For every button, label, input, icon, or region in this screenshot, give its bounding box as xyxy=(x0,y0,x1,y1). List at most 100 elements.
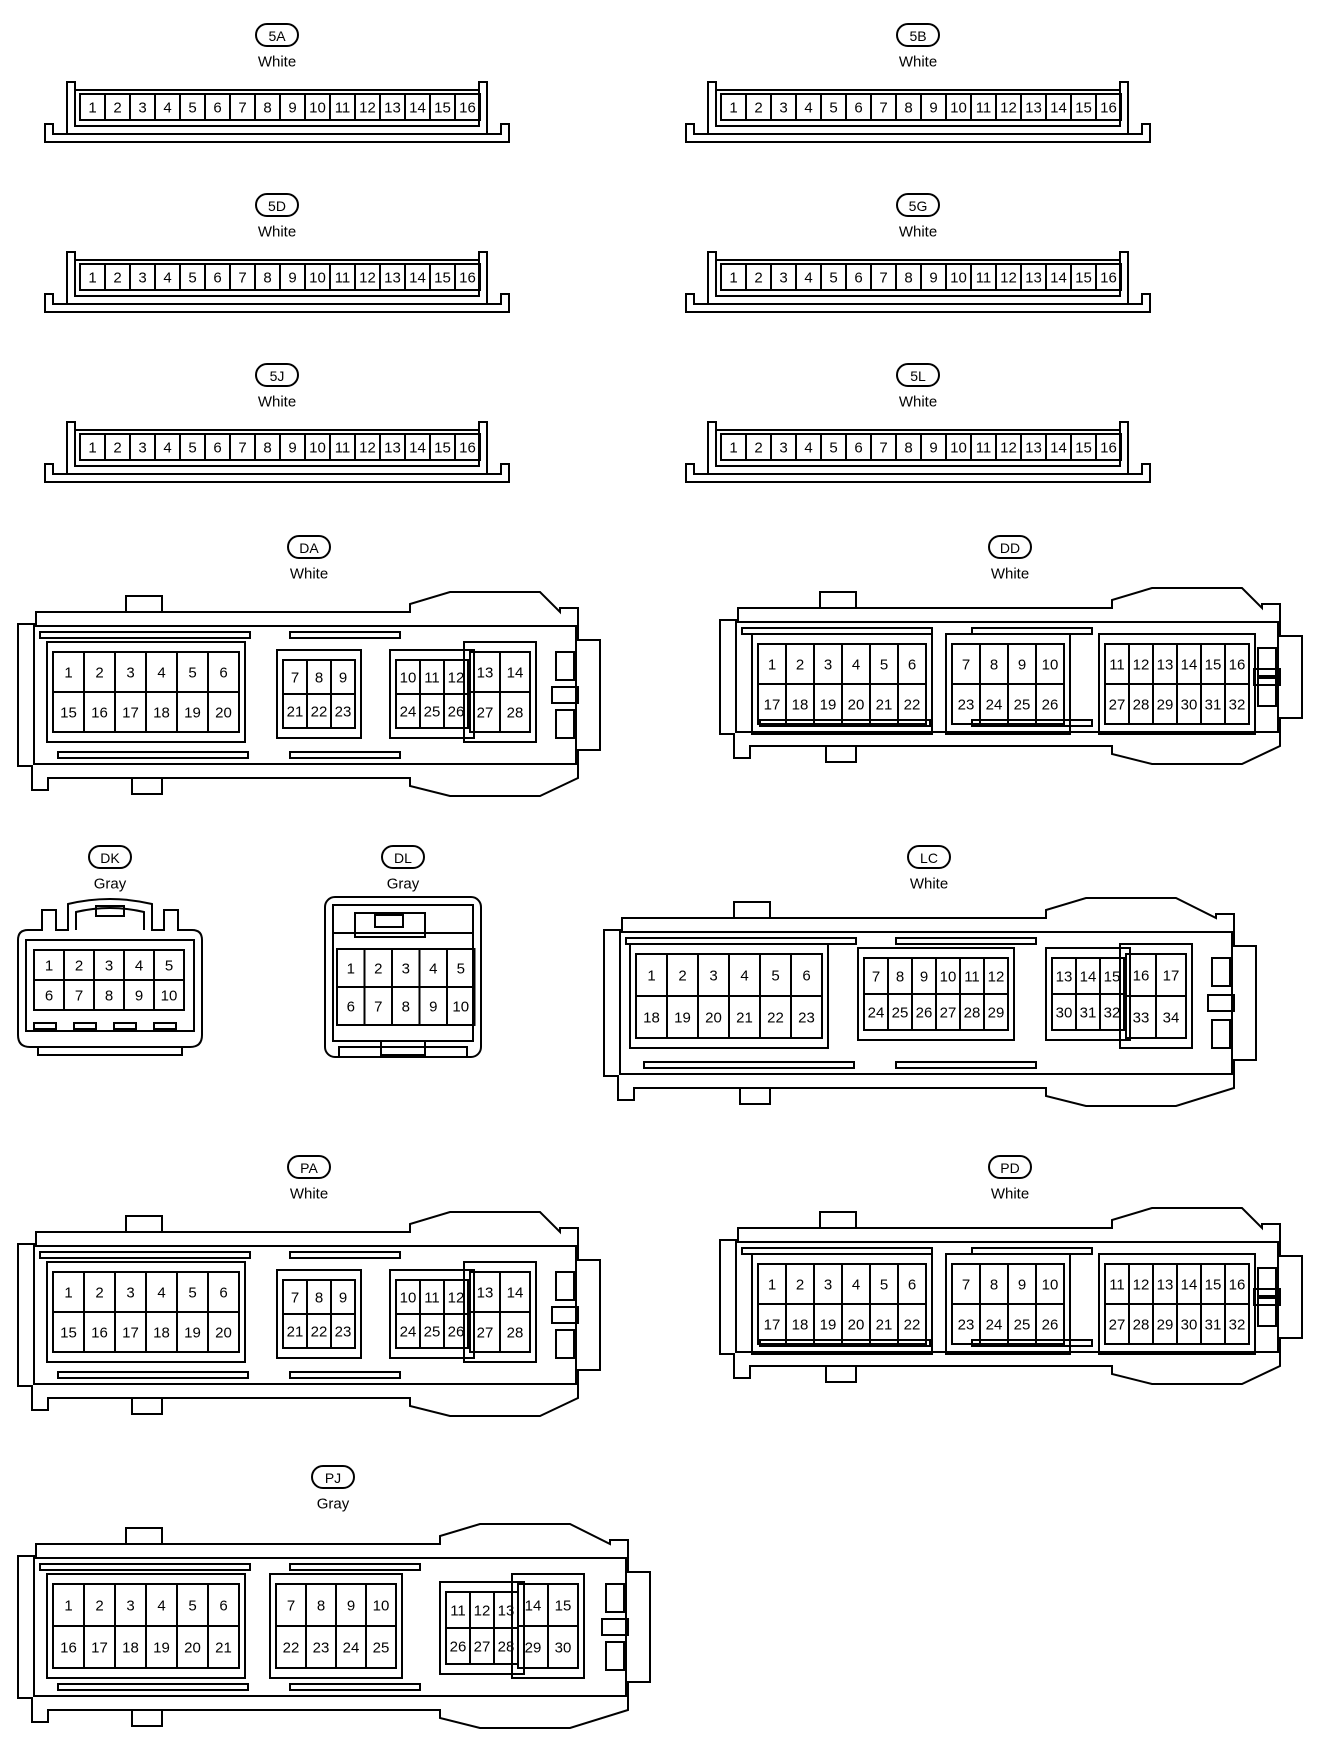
connector-color-label: White xyxy=(258,224,296,241)
latch-tab xyxy=(374,914,404,928)
pin-block-3 xyxy=(1104,643,1250,725)
key-slot xyxy=(1211,957,1231,987)
latch-tab xyxy=(131,1397,163,1415)
pin-22: 22 xyxy=(311,704,328,721)
pin-9: 9 xyxy=(288,440,296,457)
pin-25: 25 xyxy=(1014,1317,1031,1334)
key-slot xyxy=(605,1641,625,1671)
pin-11: 11 xyxy=(424,1290,440,1307)
pin-32: 32 xyxy=(1104,1005,1121,1022)
pin-block-2 xyxy=(951,1263,1065,1345)
group-frame xyxy=(751,633,933,735)
connector-id-label: DK xyxy=(100,850,120,866)
pin-6: 6 xyxy=(854,270,862,287)
pin-2: 2 xyxy=(374,961,382,978)
housing-line xyxy=(37,1047,183,1056)
pin-23: 23 xyxy=(335,1324,352,1341)
pin-3: 3 xyxy=(709,968,717,985)
slot-bar xyxy=(289,1563,421,1571)
pin-30: 30 xyxy=(1181,1317,1198,1334)
pin-11: 11 xyxy=(976,440,992,457)
pin-block-3 xyxy=(395,659,469,729)
pin-block-2 xyxy=(951,643,1065,725)
pin-8: 8 xyxy=(990,657,998,674)
group-frame xyxy=(276,1269,362,1359)
connector-color-label: White xyxy=(991,566,1029,583)
housing-outline xyxy=(603,897,1257,1107)
pin-19: 19 xyxy=(184,1325,201,1342)
pin-5: 5 xyxy=(165,958,173,975)
inner-frame xyxy=(33,1245,577,1385)
pin-15: 15 xyxy=(1205,657,1222,674)
pin-1: 1 xyxy=(45,958,53,975)
pin-1: 1 xyxy=(768,657,776,674)
pin-5: 5 xyxy=(457,961,465,978)
pin-6: 6 xyxy=(908,1277,916,1294)
pin-22: 22 xyxy=(283,1640,300,1657)
pin-7: 7 xyxy=(962,1277,970,1294)
pin-9: 9 xyxy=(288,270,296,287)
pin-15: 15 xyxy=(434,440,451,457)
pin-22: 22 xyxy=(904,697,921,714)
pin-9: 9 xyxy=(429,999,437,1016)
slot-bar xyxy=(895,1061,1037,1069)
group-frame xyxy=(857,947,1015,1041)
connector-color-label: Gray xyxy=(317,1496,350,1513)
pin-13: 13 xyxy=(1025,440,1042,457)
pin-3: 3 xyxy=(402,961,410,978)
housing-outline xyxy=(17,898,203,1048)
pin-16: 16 xyxy=(459,440,476,457)
pin-4: 4 xyxy=(429,961,437,978)
connector-id-badge xyxy=(287,535,331,559)
slot-bar xyxy=(289,631,401,639)
pin-29: 29 xyxy=(525,1640,542,1657)
pin-9: 9 xyxy=(920,969,928,986)
housing-outline xyxy=(17,591,601,797)
slot-bar xyxy=(895,937,1037,945)
pin-4: 4 xyxy=(163,100,171,117)
pin-15: 15 xyxy=(60,1325,77,1342)
pin-3: 3 xyxy=(126,1598,134,1615)
pin-16: 16 xyxy=(1133,968,1150,985)
pin-5: 5 xyxy=(188,100,196,117)
pin-14: 14 xyxy=(1050,270,1067,287)
pin-block-4 xyxy=(517,1583,579,1669)
pin-block-1 xyxy=(52,1271,240,1353)
pin-1: 1 xyxy=(64,1285,72,1302)
connector-id-label: 5J xyxy=(270,368,285,384)
pin-16: 16 xyxy=(91,705,108,722)
pin-4: 4 xyxy=(804,440,812,457)
pin-1: 1 xyxy=(64,1598,72,1615)
pin-3: 3 xyxy=(126,1285,134,1302)
pin-22: 22 xyxy=(904,1317,921,1334)
connector-id-label: 5L xyxy=(910,368,926,384)
pin-21: 21 xyxy=(736,1010,753,1027)
housing-outline xyxy=(685,251,1151,313)
pin-5: 5 xyxy=(880,1277,888,1294)
pin-26: 26 xyxy=(1042,697,1059,714)
pin-24: 24 xyxy=(868,1005,885,1022)
slot-bar xyxy=(33,1022,57,1030)
pin-23: 23 xyxy=(798,1010,815,1027)
pin-10: 10 xyxy=(950,270,967,287)
pin-2: 2 xyxy=(678,968,686,985)
pin-6: 6 xyxy=(802,968,810,985)
pin-1: 1 xyxy=(347,961,355,978)
pin-8: 8 xyxy=(317,1598,325,1615)
connector-color-label: White xyxy=(899,394,937,411)
pin-6: 6 xyxy=(213,100,221,117)
pin-11: 11 xyxy=(424,670,440,687)
pin-4: 4 xyxy=(163,440,171,457)
pin-block-1 xyxy=(52,651,240,733)
pin-1: 1 xyxy=(729,440,737,457)
pin-9: 9 xyxy=(1018,657,1026,674)
pin-7: 7 xyxy=(872,969,880,986)
connector-id-label: 5G xyxy=(909,198,928,214)
pin-26: 26 xyxy=(450,1639,467,1656)
pin-17: 17 xyxy=(122,1325,139,1342)
group-frame xyxy=(1119,943,1193,1049)
connector-id-badge xyxy=(311,1465,355,1489)
group-frame xyxy=(276,649,362,739)
